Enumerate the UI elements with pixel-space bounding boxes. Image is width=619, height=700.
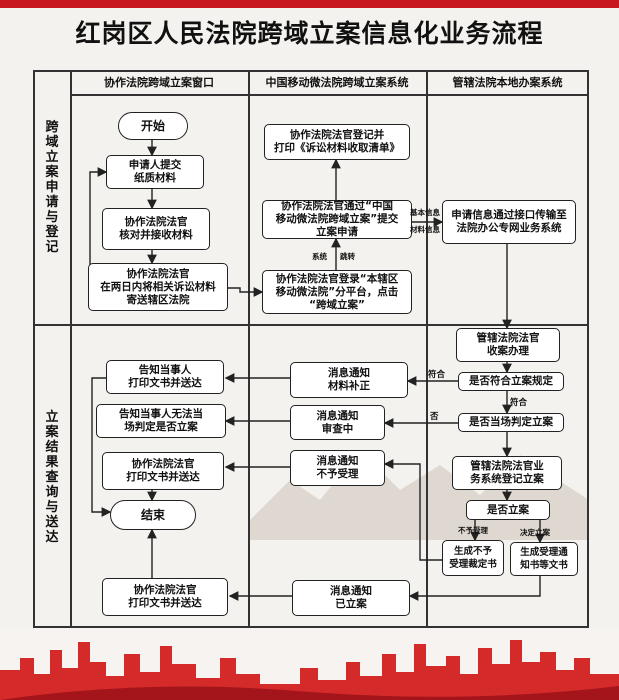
gen-reject-ruling-node: 生成不予 受理裁定书 xyxy=(442,540,504,576)
end-node: 结束 xyxy=(110,500,196,530)
login-platform-node: 协作法院法官登录“本辖区 移动微法院”分平台，点击 “跨域立案” xyxy=(262,270,412,314)
apply-materials-node: 申请人提交 纸质材料 xyxy=(106,155,204,189)
flowchart-frame xyxy=(33,70,589,628)
edge-label-comply-1: 符合 xyxy=(428,370,446,380)
lane-divider-1 xyxy=(248,70,250,628)
notify-print-node: 告知当事人 打印文书并送达 xyxy=(106,360,224,394)
lane-header-window: 协作法院跨域立案窗口 xyxy=(104,76,214,89)
edge-label-comply-2: 符合 xyxy=(510,398,528,408)
transfer-info-node: 申请信息通过接口传输至 法院办公专网业务系统 xyxy=(442,200,576,244)
stage-label-apply-register: 跨域立案申请与登记 xyxy=(45,120,59,255)
lane-header-mobile-court: 中国移动微法院跨域立案系统 xyxy=(265,76,409,89)
check-decide-node: 是否当场判定立案 xyxy=(458,413,564,432)
edge-label-materials-info: 材料信息 xyxy=(410,225,440,234)
header-divider xyxy=(70,94,589,96)
edge-label-basic-info: 基本信息 xyxy=(410,208,440,217)
receive-case-node: 管辖法院法官 收案办理 xyxy=(456,328,560,362)
edge-label-system: 系统 xyxy=(312,252,327,261)
gen-accept-notice-node: 生成受理通 知书等文书 xyxy=(510,542,578,576)
stage-label-result-delivery: 立案结果查询与送达 xyxy=(45,410,59,545)
notify-cannot-decide-node: 告知当事人无法当 场判定是否立案 xyxy=(96,404,226,438)
edge-label-reject: 不予受理 xyxy=(458,526,488,535)
msg-reviewing-node: 消息通知 审查中 xyxy=(290,405,385,440)
check-file-node: 是否立案 xyxy=(466,500,550,520)
submit-application-node: 协作法院法官通过“中国 移动微法院跨域立案”提交 立案申请 xyxy=(262,200,412,239)
page-title: 红岗区人民法院跨域立案信息化业务流程 xyxy=(75,19,544,48)
lane-divider-2 xyxy=(426,70,428,628)
edge-label-no: 否 xyxy=(430,412,439,422)
verify-materials-node: 协作法院法官 核对并接收材料 xyxy=(102,208,210,250)
print-send-node-1: 协作法院法官 打印文书并送达 xyxy=(102,452,224,490)
stage-column-divider xyxy=(70,70,72,628)
msg-filed-node: 消息通知 已立案 xyxy=(292,580,410,616)
lane-header-local-system: 管辖法院本地办案系统 xyxy=(452,76,563,89)
start-node: 开始 xyxy=(118,112,188,140)
stage-divider xyxy=(33,324,589,326)
red-skyline-decoration xyxy=(0,628,619,700)
msg-reject-node: 消息通知 不予受理 xyxy=(290,450,385,486)
edge-label-decide: 决定立案 xyxy=(520,528,550,537)
mail-materials-node: 协作法院法官 在两日内将相关诉讼材料 寄送辖区法院 xyxy=(88,263,228,311)
msg-supplement-node: 消息通知 材料补正 xyxy=(290,362,408,398)
check-rules-node: 是否符合立案规定 xyxy=(458,372,564,391)
register-print-list-node: 协作法院法官登记并 打印《诉讼材料收取清单》 xyxy=(264,124,410,160)
edge-label-jump: 跳转 xyxy=(340,252,355,261)
top-red-band xyxy=(0,0,619,8)
court-register-node: 管辖法院法官业 务系统登记立案 xyxy=(452,456,562,490)
print-send-node-2: 协作法院法官 打印文书并送达 xyxy=(102,578,228,616)
